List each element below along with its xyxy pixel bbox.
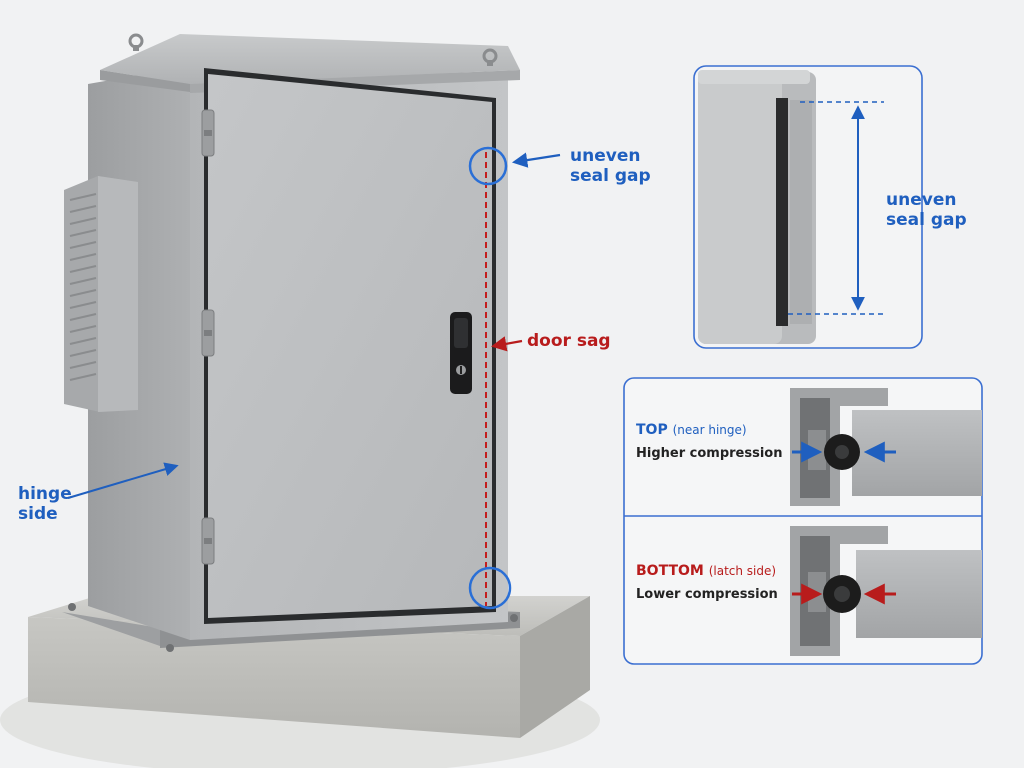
louver-slat — [69, 289, 97, 297]
door-sag-label: door sag — [527, 331, 611, 351]
louver-slat — [69, 205, 97, 213]
louver-slat — [69, 361, 97, 369]
top-title: TOP — [636, 422, 668, 438]
louver-slat — [69, 325, 97, 333]
detail-seal-gap-label: uneven seal gap — [886, 190, 967, 231]
lifting-eye-icon — [128, 33, 144, 51]
top-seal-profile — [790, 388, 982, 506]
louver-slat — [69, 373, 97, 381]
uneven-seal-gap-label: uneven seal gap — [570, 146, 651, 187]
bottom-gap-highlight — [468, 566, 512, 610]
louver-slat — [69, 217, 97, 225]
louver-slat — [69, 349, 97, 357]
hinge-icon — [201, 109, 215, 157]
anchor-bolt — [510, 614, 518, 622]
bottom-seal-profile — [790, 526, 982, 656]
louver-slat — [69, 277, 97, 285]
latch-handle-icon[interactable] — [450, 312, 472, 394]
louver-slat — [69, 229, 97, 237]
cabinet-door[interactable] — [204, 68, 496, 624]
louver-slat — [69, 253, 97, 261]
bottom-title: BOTTOM — [636, 563, 704, 579]
seal-gap-detail — [698, 70, 816, 344]
lifting-eye-icon — [482, 48, 498, 66]
louver-slat — [69, 265, 97, 273]
top-note: (near hinge) — [672, 423, 747, 437]
louvered-vent — [64, 176, 138, 412]
bottom-note: (latch side) — [708, 564, 777, 578]
top-description: Higher compression — [636, 446, 783, 461]
louver-slat — [69, 337, 97, 345]
bottom-heading: BOTTOM (latch side) — [636, 563, 776, 580]
anchor-bolt — [166, 644, 174, 652]
hinge-icon — [201, 309, 215, 357]
louver-slat — [69, 301, 97, 309]
door-sag-arrow — [490, 336, 523, 352]
louver-slat — [69, 313, 97, 321]
hinge-icon — [201, 517, 215, 565]
bottom-description: Lower compression — [636, 587, 778, 602]
anchor-bolt — [68, 603, 76, 611]
louver-slat — [69, 241, 97, 249]
top-gap-highlight — [468, 146, 508, 186]
seal-gap-arrow — [511, 152, 561, 168]
hinge-side-arrow — [67, 462, 179, 499]
louver-slat — [69, 193, 97, 201]
top-heading: TOP (near hinge) — [636, 422, 747, 439]
hinge-side-label: hinge side — [18, 484, 72, 525]
